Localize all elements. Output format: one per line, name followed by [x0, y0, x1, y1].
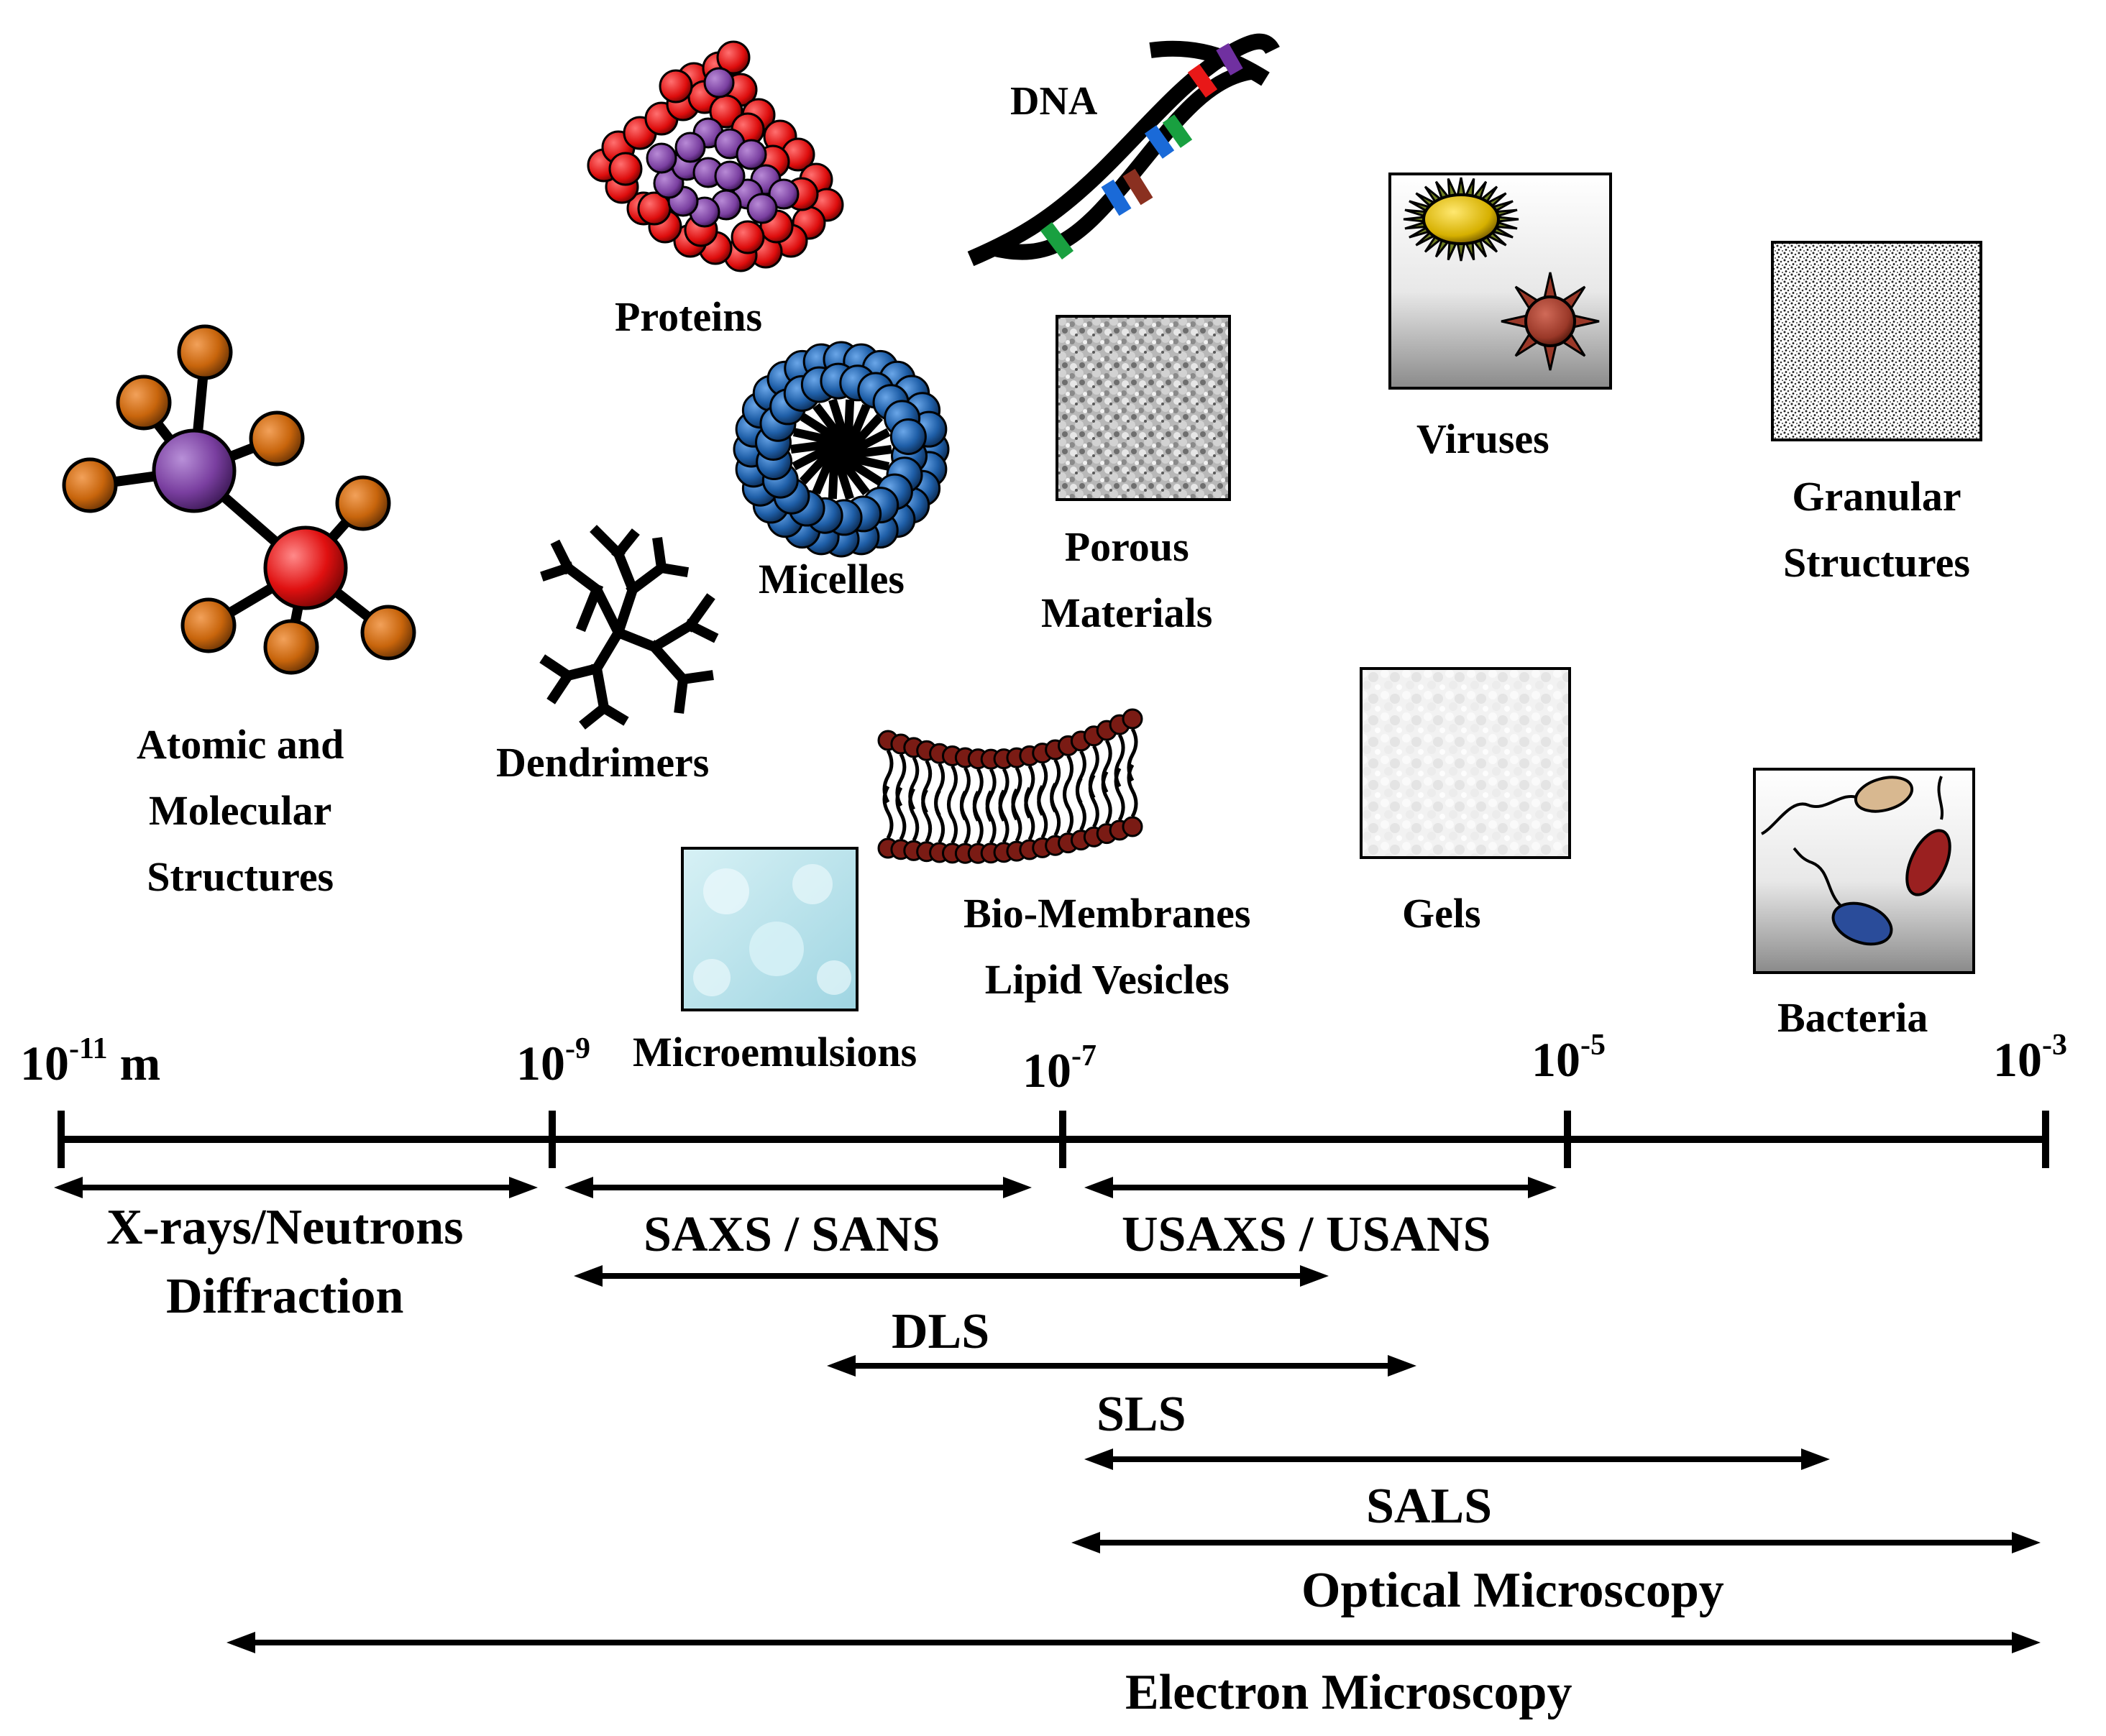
- dendrimer-icon: [539, 525, 719, 730]
- xray-range-arrow: [54, 1177, 538, 1198]
- gels-label: Gels: [1402, 890, 1481, 937]
- usaxs-usans-label: USAXS / USANS: [1122, 1207, 1491, 1262]
- dendrimers-label: Dendrimers: [496, 739, 710, 786]
- electron-range-arrow: [226, 1632, 2041, 1653]
- granular-structure-image: [1771, 241, 1982, 441]
- sls-range-arrow: [827, 1355, 1416, 1377]
- saxs-sans-label: SAXS / SANS: [644, 1207, 940, 1262]
- tick-label-1e-7: 10-7: [1022, 1039, 1097, 1098]
- technique-range-arrows: [54, 1177, 2041, 1653]
- bacteria-icon: [1753, 768, 1975, 974]
- biomembrane-icon: [877, 708, 1143, 864]
- micelles-label: Micelles: [759, 556, 905, 602]
- tick-label-1e-5: 10-5: [1532, 1029, 1606, 1087]
- gel-image: [1360, 667, 1571, 859]
- dls-label: DLS: [892, 1304, 990, 1359]
- optical-range-arrow: [1071, 1532, 2041, 1553]
- microemulsion-image: [681, 847, 859, 1011]
- saxs-range-arrow: [564, 1177, 1032, 1198]
- tick-label-1e-11: 10-11 m: [20, 1032, 161, 1090]
- scale-axis: [58, 1111, 2049, 1168]
- protein-icon: [587, 40, 844, 272]
- tick-label-1e-3: 10-3: [1993, 1029, 2067, 1087]
- proteins-label: Proteins: [615, 293, 763, 340]
- usaxs-range-arrow: [1084, 1177, 1557, 1198]
- dls-range-arrow: [574, 1265, 1329, 1287]
- microemulsions-label: Microemulsions: [633, 1029, 917, 1075]
- virus-icon: [1388, 173, 1612, 390]
- optical-microscopy-label: Optical Microscopy: [1301, 1563, 1724, 1618]
- porous-material-image: [1056, 315, 1231, 501]
- molecule-atoms: [62, 324, 416, 675]
- electron-microscopy-label: Electron Microscopy: [1125, 1665, 1572, 1720]
- micelle-icon: [733, 341, 950, 558]
- sls-label: SLS: [1097, 1387, 1186, 1442]
- sals-range-arrow: [1084, 1448, 1830, 1470]
- sals-label: SALS: [1366, 1479, 1493, 1534]
- tick-label-1e-9: 10-9: [516, 1032, 590, 1090]
- dna-icon: [967, 33, 1280, 267]
- viruses-label: Viruses: [1416, 415, 1549, 462]
- bacteria-label: Bacteria: [1777, 994, 1928, 1041]
- dna-label: DNA: [1010, 79, 1098, 124]
